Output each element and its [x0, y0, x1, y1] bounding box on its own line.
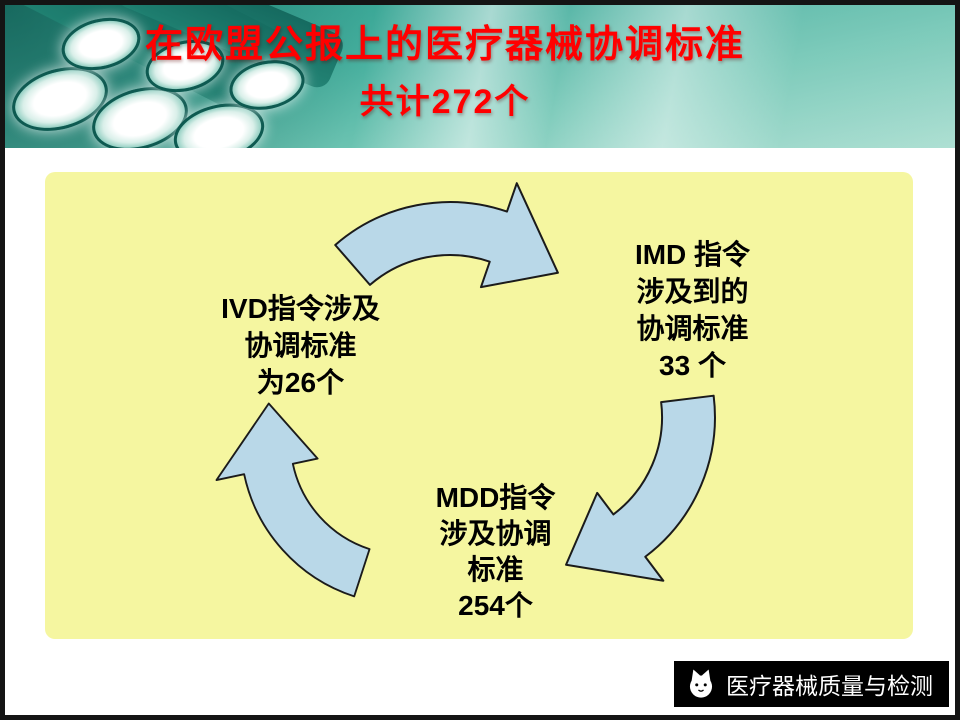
slide-title-line1: 在欧盟公报上的医疗器械协调标准	[144, 24, 745, 66]
cat-logo-icon	[689, 669, 713, 698]
slide-header: 在欧盟公报上的医疗器械协调标准 共计272个	[5, 5, 955, 148]
imd-node-line: 协调标准	[636, 313, 749, 344]
cycle-arrow-left	[195, 391, 387, 630]
ivd-node-line: 为26个	[256, 367, 345, 398]
cycle-arrow-top	[331, 172, 565, 299]
ivd-node-line: 协调标准	[244, 330, 357, 361]
imd-node-line: IMD 指令	[634, 239, 751, 270]
mdd-node-line: MDD指令	[435, 482, 556, 513]
imd-node: IMD 指令 涉及到的 协调标准 33 个	[590, 236, 795, 384]
diagram-panel: IMD 指令 涉及到的 协调标准 33 个 IVD指令涉及 协调标准 为26个 …	[45, 172, 913, 639]
ivd-node-line: IVD指令涉及	[221, 293, 380, 324]
slide-title: 在欧盟公报上的医疗器械协调标准 共计272个	[5, 13, 885, 123]
slide-title-line2: 共计272个	[359, 83, 531, 121]
mdd-node-line: 涉及协调	[439, 518, 552, 549]
watermark: 医疗器械质量与检测	[674, 661, 949, 707]
mdd-node-line: 标准	[467, 554, 524, 585]
ivd-node: IVD指令涉及 协调标准 为26个	[193, 290, 408, 401]
mdd-node-line: 254个	[458, 590, 533, 621]
watermark-text: 医疗器械质量与检测	[726, 673, 933, 699]
imd-node-line: 涉及到的	[636, 276, 749, 307]
imd-node-line: 33 个	[659, 350, 726, 381]
mdd-node: MDD指令 涉及协调 标准 254个	[403, 480, 588, 624]
